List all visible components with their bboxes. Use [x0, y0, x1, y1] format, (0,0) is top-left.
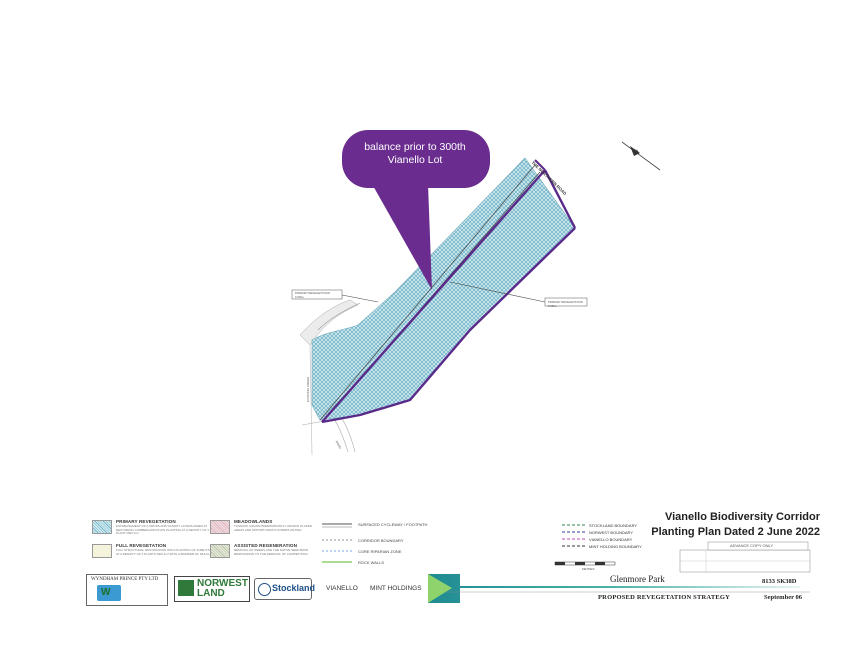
legend-boundary-mint: MINT HOLDING BOUNDARY — [589, 544, 642, 549]
left-label-text: PRIMARY REVEGETATION 0.63ha — [295, 291, 330, 299]
legend-line-cycleway: SURFACED CYCLEWAY / FOOTPATH — [358, 522, 428, 527]
project-number: 8133 SK38D — [762, 578, 797, 585]
callout-line-2: Vianello Lot — [387, 154, 443, 166]
legend-boundary-stockland: STOCKLAND BOUNDARY — [589, 523, 638, 528]
legend-line-rock: ROCK WALLS — [358, 560, 385, 565]
legend-assisted-title: ASSISTED REGENERATION — [234, 543, 298, 548]
vianello-text: VIANELLO — [326, 585, 358, 592]
callout-text: balance prior to 300th Vianello Lot — [345, 141, 485, 167]
right-label-line-1: PRIMARY REVEGETATION — [548, 299, 583, 304]
footer-subtitle: PROPOSED REVEGETATION STRATEGY — [598, 594, 731, 601]
wyndham-mark-icon — [97, 585, 121, 601]
legend-meadow-title: MEADOWLANDS — [234, 519, 273, 524]
legend-boundary-vianello: VIANELLO BOUNDARY — [589, 537, 633, 542]
legend-full-desc: FULL STRUCTURAL RESTORATION WITH PLANTIN… — [116, 548, 216, 556]
right-label-box — [544, 297, 588, 307]
scale-bar — [554, 561, 616, 566]
vertical-label: EXISTING CREEK — [306, 376, 310, 402]
left-label-line-2: 0.63ha — [295, 295, 304, 299]
vianello-boundary — [321, 169, 577, 424]
legend-assisted-desc: REMOVAL OF WEEDS AND THE NATIVE SEED BAN… — [234, 548, 309, 556]
legend-full-title: FULL REVEGETATION — [116, 543, 167, 548]
legend-line-riparian: CORE RIPARIAN ZONE — [358, 549, 402, 554]
mint-text: MINT HOLDINGS — [370, 585, 422, 592]
footer-date: September 06 — [764, 594, 802, 601]
wyndham-w-glyph: W — [101, 587, 111, 598]
callout-line-1: balance prior to 300th — [364, 141, 466, 153]
right-label-line-2: 5.68ha — [548, 303, 557, 308]
legend-line-corridor: CORRIDOR BOUNDARY — [358, 538, 404, 543]
north-arrow-icon — [621, 141, 661, 171]
legend-boundary-norwest: NORWEST BOUNDARY — [589, 530, 634, 535]
wyndham-logo-text: WYNDHAM PRINCE PTY LTD — [91, 577, 159, 582]
wyndham-logo: WYNDHAM PRINCE PTY LTD W — [86, 574, 168, 606]
norwest-text-2: LAND — [197, 588, 225, 599]
legend-primary-desc: ESTABLISHMENT OF A CROSS AND CANOPY LAYE… — [116, 524, 209, 536]
norwest-mark-icon — [178, 580, 194, 596]
title-line-1: Vianello Biodiversity Corridor — [664, 511, 820, 523]
callout-bubble — [342, 130, 490, 290]
stockland-text: Stockland — [272, 583, 316, 593]
project-name: Glenmore Park — [610, 574, 665, 584]
meadow-swatch — [210, 520, 230, 534]
norwest-logo: NORWEST LAND — [174, 576, 250, 602]
stockland-mark-icon — [258, 583, 271, 596]
advance-copy-label: ADVANCE COPY ONLY — [730, 543, 774, 548]
left-label-box — [291, 289, 343, 300]
assisted-swatch — [210, 544, 230, 558]
primary-swatch — [92, 520, 112, 534]
title-block: Vianello Biodiversity Corridor Planting … — [620, 510, 820, 540]
title-line-2: Planting Plan Dated 2 June 2022 — [651, 526, 820, 538]
right-label-text: PRIMARY REVEGETATION 5.68ha — [548, 300, 583, 308]
stockland-logo: Stockland — [254, 578, 316, 600]
legend-primary-title: PRIMARY REVEGETATION — [116, 519, 176, 524]
left-label-line-1: PRIMARY REVEGETATION — [295, 291, 330, 295]
scale-label: METRES — [582, 567, 595, 571]
full-swatch — [92, 544, 112, 558]
corridor-area — [311, 157, 576, 421]
norwest-text-1: NORWEST — [197, 578, 248, 589]
legend-meadow-desc: TUSSOCK GRASS PREDOMINANTLY GROWN IN OPE… — [234, 524, 313, 532]
